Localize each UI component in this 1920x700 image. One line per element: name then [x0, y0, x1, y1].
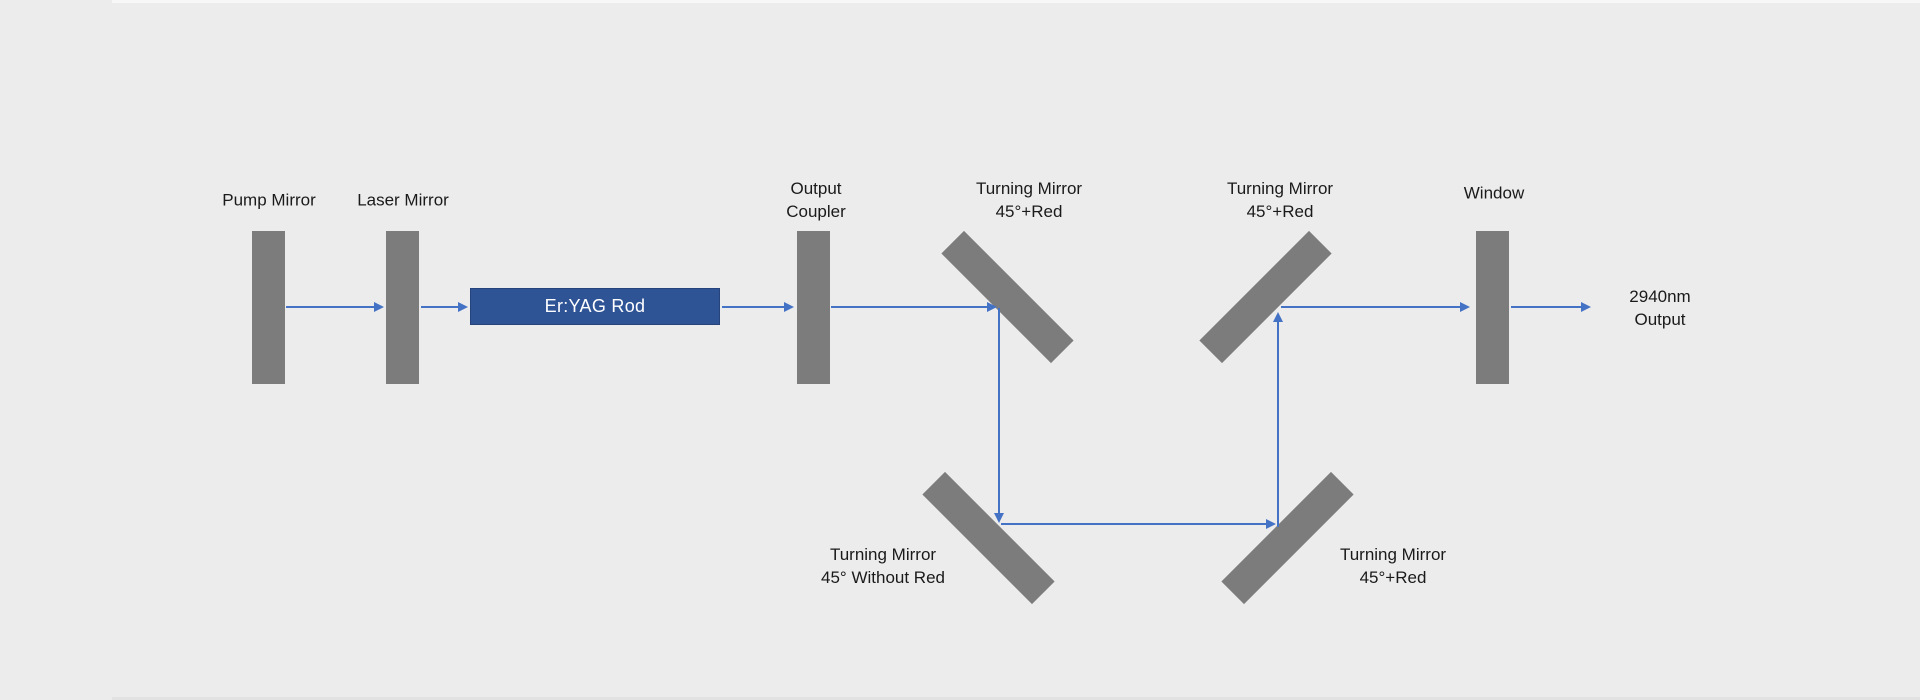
canvas-top-edge-line	[112, 0, 1920, 3]
output-2940nm-label: 2940nm Output	[1629, 287, 1691, 329]
canvas-bottom-edge-line	[112, 697, 1920, 700]
window-label: Window	[1463, 183, 1525, 203]
arrowhead-icon	[1460, 302, 1470, 312]
output-coupler-label: Output Coupler	[786, 179, 846, 221]
beam-coupler-to-turn1	[831, 306, 987, 308]
arrowhead-icon	[994, 513, 1004, 523]
turning-mirror-bottom-left-label: Turning Mirror 45° Without Red	[821, 545, 945, 587]
beam-pump-to-laser	[286, 306, 374, 308]
arrowhead-icon	[458, 302, 468, 312]
pump-mirror-label: Pump Mirror	[222, 190, 316, 210]
beam-turn1-down	[998, 308, 1000, 513]
laser-mirror-shape	[386, 231, 419, 384]
arrowhead-icon	[1273, 312, 1283, 322]
output-coupler-shape	[797, 231, 830, 384]
beam-turn3-up	[1277, 322, 1279, 527]
window-shape	[1476, 231, 1509, 384]
arrowhead-icon	[987, 302, 997, 312]
pump-mirror-shape	[252, 231, 285, 384]
beam-window-to-output	[1511, 306, 1581, 308]
beam-rod-to-coupler	[722, 306, 784, 308]
arrowhead-icon	[1266, 519, 1276, 529]
arrowhead-icon	[784, 302, 794, 312]
arrowhead-icon	[374, 302, 384, 312]
beam-turn4-to-window	[1281, 306, 1460, 308]
turning-mirror-top-right-label: Turning Mirror 45°+Red	[1226, 179, 1334, 221]
turning-mirror-top-left-label: Turning Mirror 45°+Red	[975, 179, 1083, 221]
er-yag-rod-label: Er:YAG Rod	[544, 296, 646, 316]
turning-mirror-top-left-shape	[941, 230, 1074, 364]
beam-laser-to-rod	[421, 306, 458, 308]
beam-bottom-leg	[1001, 523, 1266, 525]
turning-mirror-top-right-shape	[1199, 230, 1332, 364]
turning-mirror-bottom-right-shape	[1221, 471, 1354, 605]
turning-mirror-bottom-right-label: Turning Mirror 45°+Red	[1339, 545, 1447, 587]
er-yag-rod-shape: Er:YAG Rod	[470, 288, 720, 325]
laser-mirror-label: Laser Mirror	[357, 190, 449, 210]
arrowhead-icon	[1581, 302, 1591, 312]
